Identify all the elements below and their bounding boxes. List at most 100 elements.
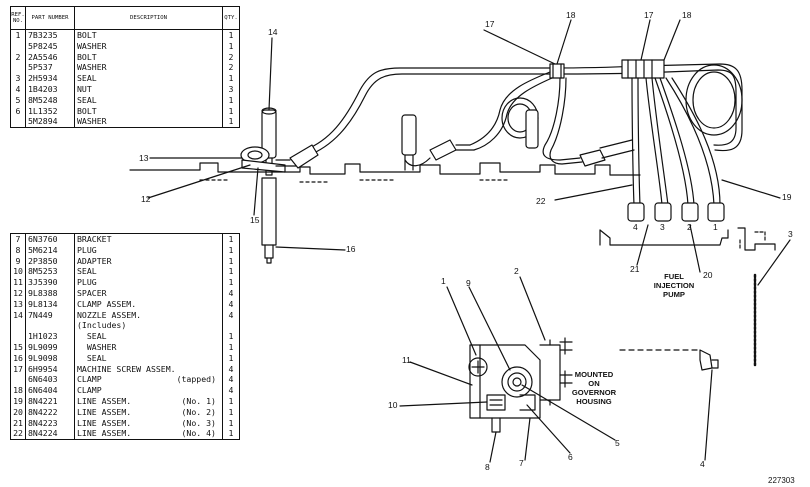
description-cell: WASHER — [75, 116, 222, 127]
ref-cell: 22 — [11, 428, 26, 440]
description-text: MACHINE SCREW ASSEM. — [77, 363, 176, 374]
description-text: LINE ASSEM. — [77, 417, 132, 428]
description-text: NOZZLE ASSEM. — [77, 309, 142, 320]
description-cell: NOZZLE ASSEM. — [75, 310, 222, 321]
description-text: BRACKET — [77, 234, 112, 244]
qty-cell: 3 — [222, 83, 239, 95]
outlet-label-1: 1 — [713, 222, 718, 232]
callout-17-left: 17 — [485, 19, 495, 29]
part-number-cell: 8N4223 — [26, 417, 75, 429]
ref-cell: 8 — [11, 244, 26, 256]
description-cell: ADAPTER — [75, 256, 222, 267]
callout-13: 13 — [139, 153, 149, 163]
ref-cell: 19 — [11, 395, 26, 407]
qty-cell: 1 — [222, 417, 239, 429]
ref-cell: 2 — [11, 51, 26, 63]
callout-7: 7 — [519, 458, 524, 468]
description-text: LINE ASSEM. — [77, 428, 132, 439]
part-number-cell: 8M5253 — [26, 266, 75, 278]
description-cell: WASHER — [75, 41, 222, 52]
qty-cell: 1 — [222, 341, 239, 353]
description-note: (No. 3) — [181, 417, 216, 429]
outlet-label-2: 2 — [687, 222, 692, 232]
header-description: DESCRIPTION — [75, 7, 223, 29]
part-number-cell: 9L9098 — [26, 352, 75, 364]
description-text: SEAL — [77, 266, 97, 277]
description-cell: SEAL — [75, 353, 222, 364]
part-number-cell: 8N4224 — [26, 428, 75, 440]
qty-cell: 1 — [222, 428, 239, 440]
callout-18-left: 18 — [566, 10, 576, 20]
ref-cell: 9 — [11, 255, 26, 267]
part-number-cell: 6N6404 — [26, 385, 75, 396]
qty-cell: 1 — [222, 105, 239, 117]
part-number-cell: 1H1023 — [26, 331, 75, 342]
description-cell: CLAMP — [75, 385, 222, 396]
part-number-cell: 8N4221 — [26, 395, 75, 407]
callout-11: 11 — [402, 355, 411, 365]
description-cell: BOLT — [75, 52, 222, 63]
callout-12: 12 — [141, 194, 151, 204]
ref-cell: 11 — [11, 277, 26, 288]
ref-cell: 7 — [11, 234, 26, 245]
part-number-cell: 2H5934 — [26, 73, 75, 84]
part-number-cell: 7N449 — [26, 309, 75, 321]
ref-cell — [11, 331, 26, 342]
part-number-cell: 8M5248 — [26, 94, 75, 106]
table-header: REF. NO. PART NUMBER DESCRIPTION QTY. — [11, 7, 239, 30]
description-cell: SEAL — [75, 95, 222, 106]
description-cell: NUT — [75, 84, 222, 95]
qty-cell: 4 — [222, 309, 239, 321]
callout-21: 21 — [630, 264, 640, 274]
line-clamp-right — [621, 59, 665, 79]
description-text: WASHER — [77, 40, 107, 51]
qty-cell: 1 — [222, 331, 239, 342]
outlet-label-3: 3 — [660, 222, 665, 232]
description-cell: SPACER — [75, 288, 222, 299]
qty-cell: 1 — [222, 40, 239, 52]
header-ref: REF. NO. — [11, 7, 26, 29]
description-text: SEAL — [77, 73, 97, 84]
part-number-cell: 9L9099 — [26, 341, 75, 353]
description-cell: PLUG — [75, 277, 222, 288]
callout-17-right: 17 — [644, 10, 654, 20]
parts-table-top: REF. NO. PART NUMBER DESCRIPTION QTY. 1 7… — [10, 6, 240, 129]
description-text: SEAL — [77, 94, 97, 105]
description-cell: BOLT — [75, 106, 222, 117]
part-number-cell: 5M2894 — [26, 116, 75, 128]
description-cell: SEAL — [75, 266, 222, 277]
description-text: NUT — [77, 83, 92, 94]
ref-cell — [11, 40, 26, 52]
callout-19: 19 — [782, 192, 792, 202]
ref-cell — [11, 374, 26, 386]
qty-cell: 4 — [222, 287, 239, 299]
part-number-cell: 7B3235 — [26, 30, 75, 41]
part-number-cell: 2A5546 — [26, 51, 75, 63]
description-cell: (Includes) — [75, 320, 222, 331]
description-text: ADAPTER — [77, 255, 112, 266]
ref-cell: 16 — [11, 352, 26, 364]
ref-cell: 10 — [11, 266, 26, 278]
part-number-cell: 2P3850 — [26, 255, 75, 267]
ref-cell: 12 — [11, 287, 26, 299]
description-text: WASHER — [77, 341, 117, 352]
part-number-cell: 6N3760 — [26, 234, 75, 245]
description-text: LINE ASSEM. — [77, 406, 132, 417]
ref-cell: 5 — [11, 94, 26, 106]
qty-cell: 4 — [222, 374, 239, 386]
callout-1: 1 — [441, 276, 446, 286]
fuel-injection-pump-label: FUEL INJECTION PUMP — [653, 272, 695, 299]
description-text: SEAL — [77, 331, 107, 342]
